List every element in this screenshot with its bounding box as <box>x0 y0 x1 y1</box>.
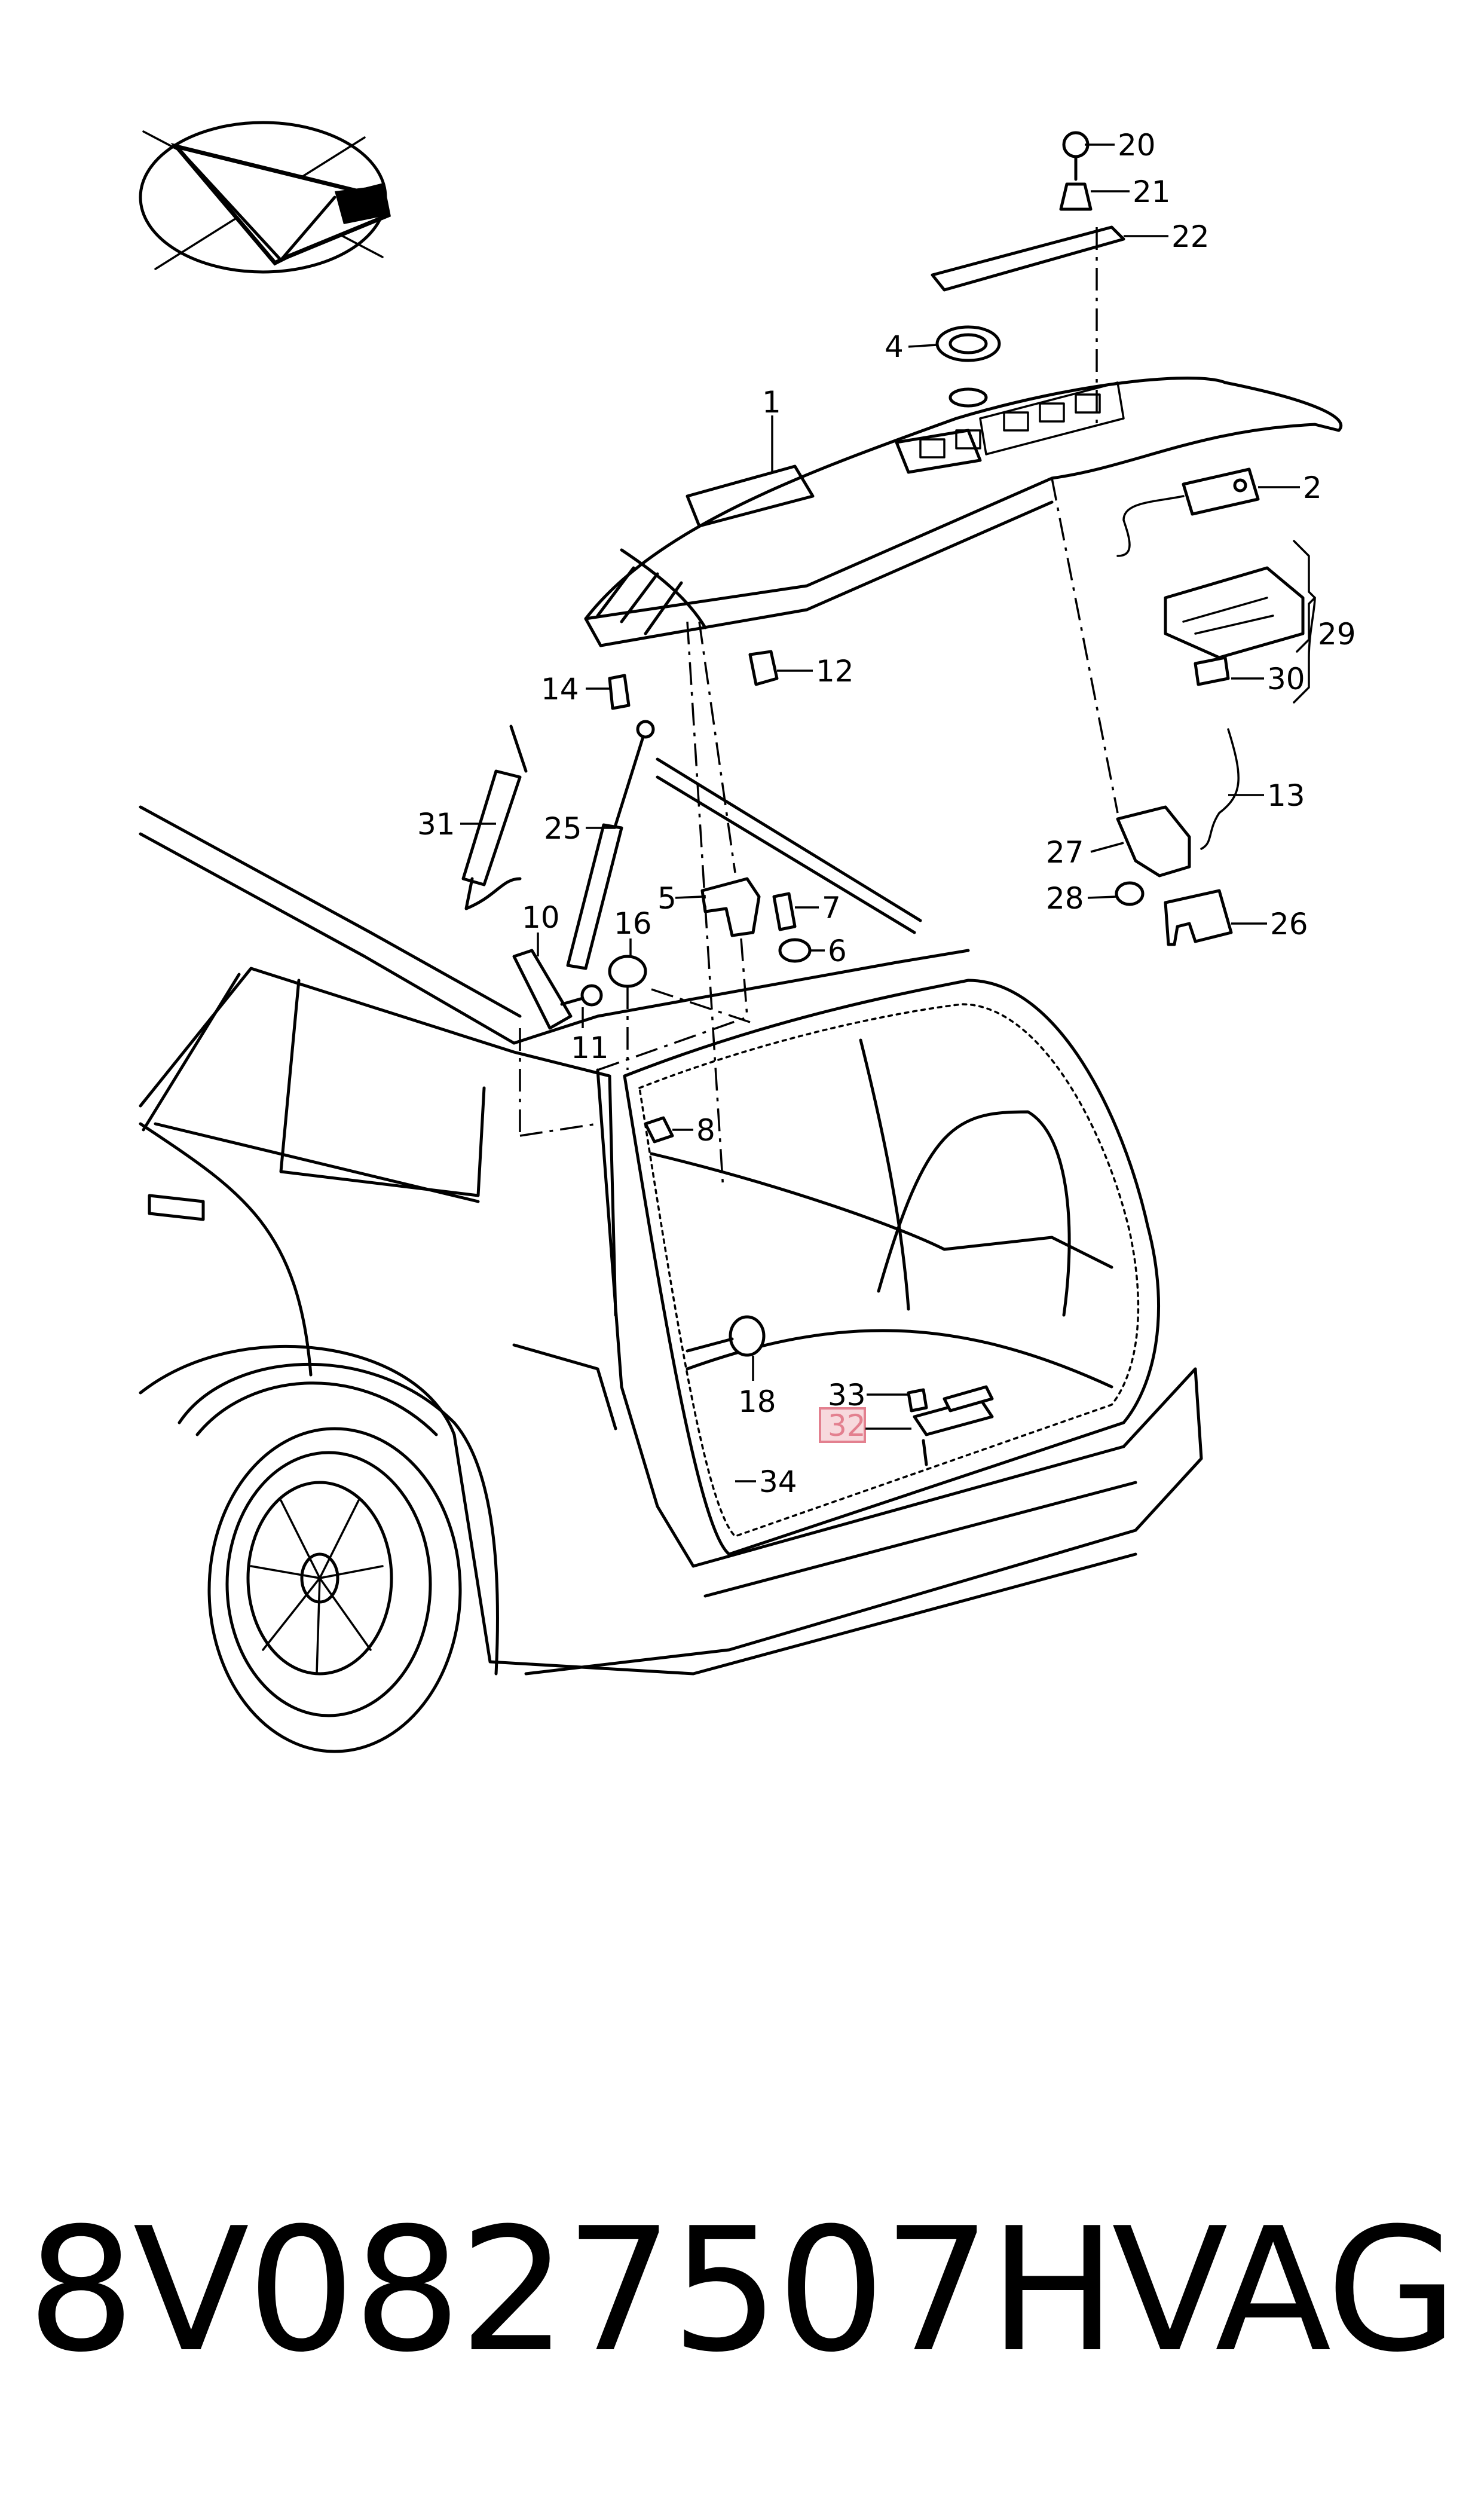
screw-20-icon <box>1062 131 1090 181</box>
label-8: 8 <box>696 1113 715 1148</box>
trim-strip-22-icon <box>931 225 1125 292</box>
label-33: 33 <box>828 1378 866 1413</box>
highlight-box-32 <box>819 1407 866 1443</box>
label-14: 14 <box>541 672 579 707</box>
label-20: 20 <box>1118 128 1156 163</box>
tailgate-switch-2-icon <box>1116 467 1260 557</box>
label-10: 10 <box>522 900 560 935</box>
labels: 20 21 22 4 1 2 29 30 12 14 31 13 25 27 2… <box>417 128 1356 1499</box>
label-34: 34 <box>759 1465 797 1499</box>
bolt-11-icon <box>560 984 603 1007</box>
emblem-4-icon <box>935 325 1001 362</box>
label-21: 21 <box>1133 175 1171 209</box>
label-25: 13 <box>1267 778 1305 813</box>
label-16: 16 <box>614 906 652 941</box>
nut-8-icon <box>644 1116 674 1144</box>
label-18: 18 <box>738 1384 776 1419</box>
lock-27-icon <box>1116 805 1191 878</box>
label-29: 29 <box>1318 617 1356 652</box>
label-1: 1 <box>762 385 781 420</box>
hinge-10-icon <box>512 949 573 1030</box>
label-22: 22 <box>1171 219 1210 254</box>
bolt-7-icon <box>772 892 797 931</box>
part-number: 8V0827507H <box>27 2191 1117 2390</box>
label-2: 2 <box>1303 470 1322 505</box>
label-26: 26 <box>1270 907 1308 941</box>
orientation-logo <box>139 121 391 274</box>
tailgate-panel <box>584 377 1343 647</box>
lock-motor-29-icon <box>1164 566 1305 659</box>
label-30: 30 <box>1267 662 1305 696</box>
striker-32-icon <box>907 1385 994 1466</box>
label-31: 31 <box>417 807 455 842</box>
label-13: 25 <box>544 811 582 846</box>
label-6: 6 <box>828 934 847 968</box>
nut-28-icon <box>1115 881 1145 906</box>
brace-29 <box>1293 540 1316 704</box>
assembly-lines <box>519 227 1119 1190</box>
nut-21-icon <box>1059 182 1093 211</box>
gas-strut-31-icon <box>461 724 528 910</box>
label-7: 7 <box>822 891 841 925</box>
connector-30-icon <box>1194 656 1230 686</box>
cap-6-icon <box>778 938 812 963</box>
ball-stud-14-icon <box>608 674 631 710</box>
release-cable-25-icon <box>1200 728 1240 850</box>
label-32: 32 <box>828 1408 866 1443</box>
label-11: 11 <box>571 1031 609 1065</box>
label-28: 28 <box>1046 881 1084 916</box>
plug-16-icon <box>608 955 647 988</box>
brand-label: VAG <box>1112 2191 1458 2390</box>
buffer-18-icon <box>686 1315 766 1357</box>
label-4: 4 <box>885 329 904 364</box>
striker-26-icon <box>1164 889 1233 946</box>
hinge-bracket-5-icon <box>700 877 761 937</box>
components <box>461 131 1305 1466</box>
label-12: 12 <box>816 654 854 689</box>
label-27: 27 <box>1046 835 1084 870</box>
bump-stop-12-icon <box>748 650 779 686</box>
label-5: 5 <box>657 881 677 916</box>
